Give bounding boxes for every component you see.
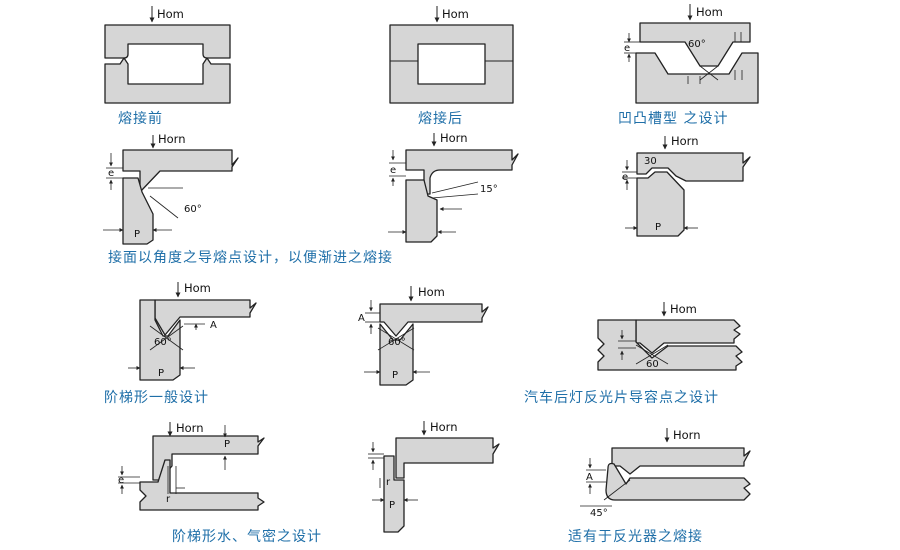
lower-part bbox=[605, 462, 751, 501]
upper-part bbox=[395, 437, 500, 479]
angle-60: 60° bbox=[388, 337, 406, 348]
dim-p: P bbox=[392, 370, 398, 381]
angle-60: 60° bbox=[184, 204, 202, 215]
lower-part bbox=[597, 319, 743, 371]
upper-part bbox=[379, 303, 489, 337]
dim-e: e bbox=[390, 165, 396, 176]
lower-part bbox=[405, 179, 438, 243]
upper-part bbox=[636, 152, 751, 182]
panel-angle-director-a: Horn e 60° P bbox=[103, 132, 239, 245]
dim-r: r bbox=[386, 477, 391, 488]
dim-a: A bbox=[586, 472, 593, 483]
lower-part bbox=[636, 171, 685, 237]
horn-label: Horn bbox=[671, 134, 699, 148]
upper-part bbox=[104, 24, 231, 59]
angle-60: 60 bbox=[646, 359, 659, 370]
panel-before-welding: Hom 熔接前 bbox=[104, 6, 231, 127]
caption-reflector: 适有于反光器之熔接 bbox=[568, 528, 703, 545]
horn-label: Hom bbox=[418, 285, 445, 299]
angle-60: 60° bbox=[688, 39, 706, 50]
lower-groove-part bbox=[635, 52, 759, 104]
dim-p: P bbox=[134, 229, 140, 240]
panel-reflector: Horn A 45° 适有于反光器之熔接 bbox=[568, 428, 751, 545]
lower-part bbox=[139, 299, 181, 381]
angle-60: 60° bbox=[154, 337, 172, 348]
horn-label: Hom bbox=[696, 5, 723, 19]
upper-part bbox=[154, 299, 257, 336]
dim-e: e bbox=[622, 172, 628, 183]
caption-angle-guide: 接面以角度之导熔点设计，以便渐进之熔接 bbox=[108, 249, 393, 266]
panel-step-c: Horn r P bbox=[368, 420, 500, 533]
horn-label: Hom bbox=[442, 7, 469, 21]
lower-part bbox=[139, 459, 265, 511]
dim-p: P bbox=[389, 500, 395, 511]
caption-tongue-groove: 凹凸槽型 之设计 bbox=[618, 111, 728, 127]
dim-e: e bbox=[624, 43, 630, 54]
caption-after-welding: 熔接后 bbox=[418, 110, 463, 127]
horn-label: Horn bbox=[673, 428, 701, 442]
caption-step-water: 阶梯形水、气密之设计 bbox=[172, 528, 322, 545]
panel-tongue-groove: Hom e 60° 凹凸槽型 之设计 bbox=[618, 4, 759, 127]
horn-label: Horn bbox=[176, 421, 204, 435]
upper-part bbox=[122, 149, 239, 193]
upper-part bbox=[611, 447, 751, 475]
horn-label: Horn bbox=[430, 420, 458, 434]
horn-label: Hom bbox=[184, 281, 211, 295]
dim-e: e bbox=[108, 168, 114, 179]
lower-part bbox=[383, 455, 405, 533]
dim-p: P bbox=[655, 222, 661, 233]
dim-a: A bbox=[358, 313, 365, 324]
panel-angle-director-c: Horn 30 e P bbox=[622, 134, 751, 237]
dim-r: r bbox=[166, 494, 171, 505]
horn-label: Horn bbox=[158, 132, 186, 146]
caption-before-welding: 熔接前 bbox=[118, 110, 163, 127]
welded-part bbox=[389, 24, 514, 104]
panel-step-general: Hom A 60° P 阶梯形一般设计 bbox=[104, 281, 257, 406]
dim-p: P bbox=[224, 439, 230, 450]
upper-part bbox=[152, 435, 265, 481]
dim-p: P bbox=[158, 368, 164, 379]
caption-step-general: 阶梯形一般设计 bbox=[104, 390, 209, 406]
lower-part bbox=[104, 57, 231, 104]
upper-part bbox=[635, 319, 741, 354]
dim-a: A bbox=[210, 320, 217, 331]
angle-45: 45° bbox=[590, 508, 608, 519]
lower-part bbox=[122, 177, 154, 245]
panel-auto-lamp: Hom 60 汽车后灯反光片导容点之设计 bbox=[524, 302, 743, 406]
caption-auto-lamp: 汽车后灯反光片导容点之设计 bbox=[524, 389, 719, 406]
panel-step-water: Horn r P e bbox=[118, 421, 265, 511]
horn-label: Hom bbox=[670, 302, 697, 316]
horn-label: Horn bbox=[440, 131, 468, 145]
panel-step-b: Hom A 60° P bbox=[358, 285, 489, 386]
panel-after-welding: Hom 熔接后 bbox=[389, 6, 514, 127]
angle-15: 15° bbox=[480, 184, 498, 195]
dim-e: e bbox=[118, 475, 124, 486]
horn-label: Hom bbox=[157, 7, 184, 21]
angle-30: 30 bbox=[644, 156, 657, 167]
panel-angle-director-b: Horn e 15° bbox=[388, 131, 519, 243]
